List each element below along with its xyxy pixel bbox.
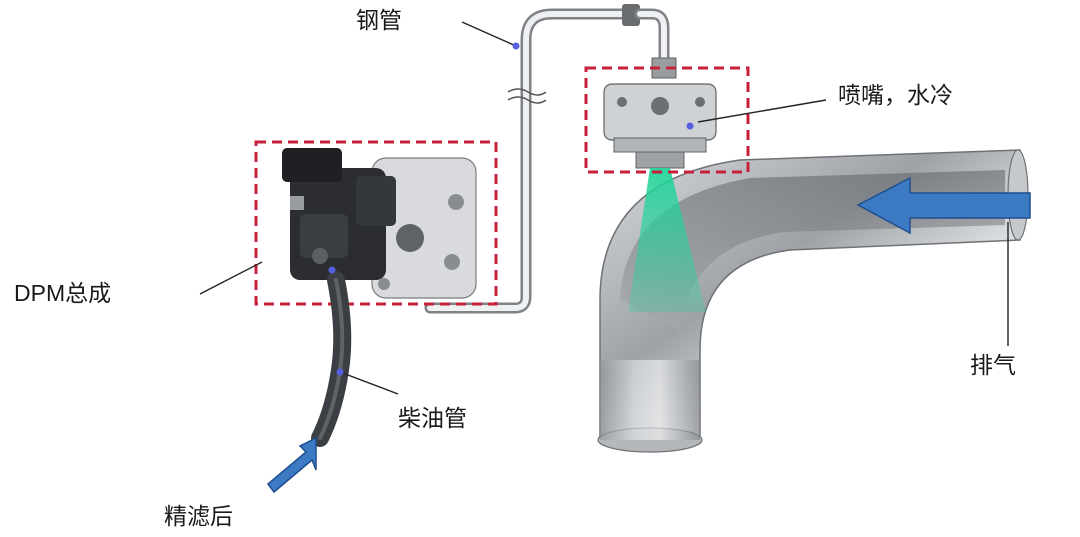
label-dpm-assembly: DPM总成: [14, 280, 112, 306]
label-steel-pipe: 钢管: [356, 8, 402, 34]
arrow-left-icon: [856, 176, 1031, 235]
nozzle-assembly: [603, 57, 717, 169]
arrow-up-right-icon: [266, 436, 317, 494]
dpm-assembly-unit: [282, 148, 477, 299]
nozzle-dashed-box: [584, 66, 750, 174]
dpm-dashed-box: [254, 140, 498, 306]
label-exhaust: 排气: [970, 353, 1016, 379]
label-diesel-pipe: 柴油管: [398, 406, 467, 432]
steel-pipe: [424, 4, 670, 314]
leader-dots: [328, 42, 694, 376]
label-nozzle: 喷嘴，水冷: [838, 83, 953, 109]
spray-cone: [628, 168, 706, 312]
label-after-fine-filter: 精滤后: [164, 504, 233, 530]
leader-lines: [199, 21, 1009, 395]
